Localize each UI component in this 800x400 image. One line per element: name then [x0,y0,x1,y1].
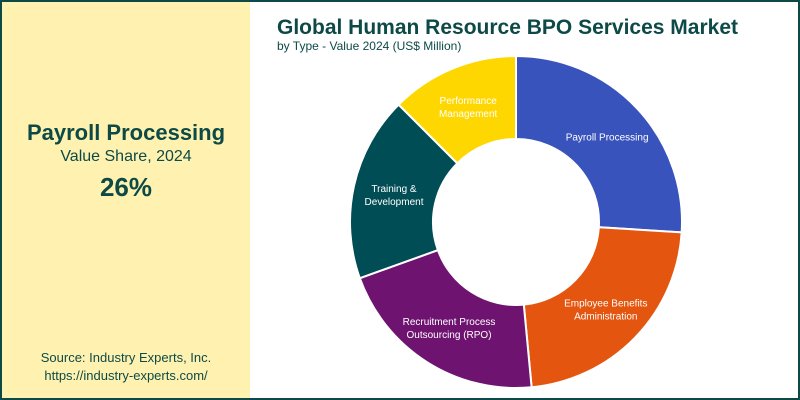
slice-label-line: Administration [574,311,637,322]
slice-label: Training & Development [365,184,424,208]
donut-slice [522,226,683,389]
source-note: Source: Industry Experts, Inc. https://i… [2,349,250,385]
slice-label-line: Development [365,197,424,208]
slice-label: Payroll Processing [566,132,649,143]
slice-label-line: Management [439,109,498,120]
highlight-panel: Payroll Processing Value Share, 2024 26%… [2,2,250,398]
slice-label-line: Training & [371,184,417,195]
donut-slice [515,54,683,234]
slice-label-line: Payroll Processing [566,132,649,143]
source-line: Source: Industry Experts, Inc. [40,350,212,365]
donut-slice [349,103,459,280]
highlight-title: Payroll Processing [26,120,226,145]
slice-label-line: Outsourcing (RPO) [407,330,492,341]
source-url: https://industry-experts.com/ [44,368,208,383]
highlight-subtitle: Value Share, 2024 [60,148,192,165]
highlight-value: 26% [99,172,153,202]
chart-title: Global Human Resource BPO Services Marke… [277,16,739,39]
slice-label-line: Recruitment Process [403,317,496,328]
chart-subtitle: by Type - Value 2024 (US$ Million) [277,39,462,53]
slice-label-line: Employee Benefits [564,298,647,309]
donut-slice [358,248,533,389]
donut-slice [397,54,517,165]
slice-label-line: Performance [440,96,498,107]
